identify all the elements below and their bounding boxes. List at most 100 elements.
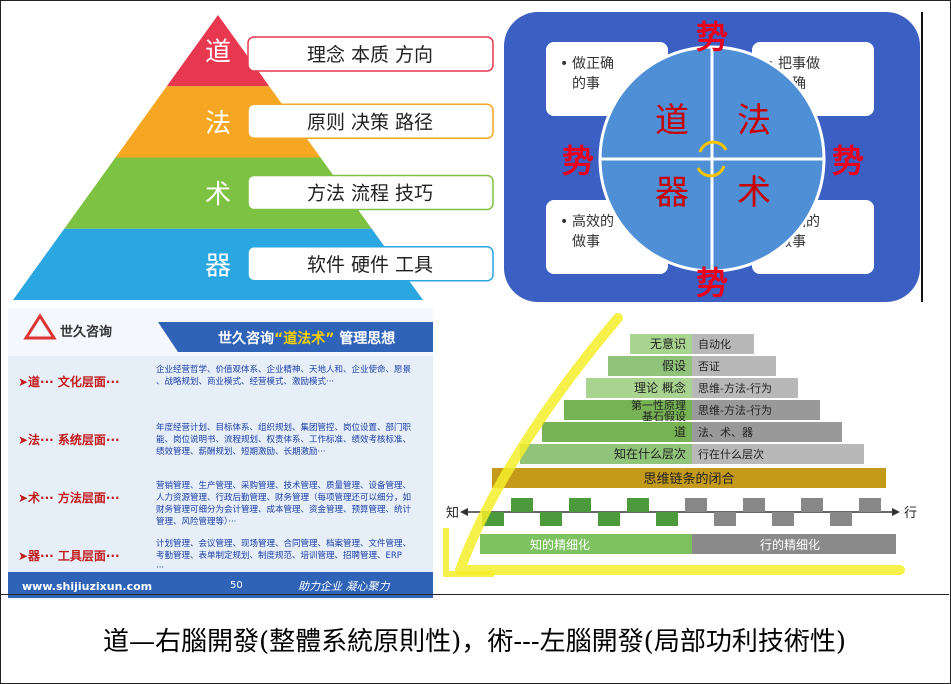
slide-title: 世久咨询“道法术” 管理思想 [218, 330, 395, 347]
pyramid-desc-text: 方法 流程 技巧 [307, 183, 433, 205]
stairs-left-block [520, 444, 692, 464]
stairs-right-text: 法、术、器 [698, 425, 753, 439]
pyramid-desc-text: 理念 本质 方向 [307, 43, 433, 66]
corner-box-text: 做正确 [572, 56, 614, 72]
chain-bar [492, 468, 886, 488]
pyramid-desc-box [247, 174, 494, 211]
caption-text: 道—右腦開發(整體系統原則性)，術---左腦開發(局部功利技術性) [0, 594, 949, 683]
zhi-refine-bar [480, 534, 692, 554]
stairs-left-text: 理论 概念 [634, 380, 686, 395]
stairs-left-text: 第一性原理 [631, 398, 686, 412]
axis-arrow-left [460, 508, 468, 516]
stairs-right-text: 思维-方法-行为 [698, 403, 772, 417]
pyramid-level-char: 法 [205, 109, 231, 139]
stairs-left-text: 基石假设 [642, 409, 686, 423]
corner-box-text: 把事做 [778, 56, 820, 72]
stairs-right-block [692, 444, 864, 464]
zhi-refine-text: 知的精细化 [530, 537, 590, 552]
stairs-right-text: 行在什么层次 [698, 447, 764, 461]
cycle-arrow-bottom [696, 165, 726, 178]
checker-block [743, 498, 765, 512]
slide-row-text: 财务管理可细分为会计管理、成本管理、资金管理、预算管理、统计 [156, 504, 412, 515]
slide-row-text: 企业经营哲学、价值观体系、企业精神、天地人和、企业使命、愿景 [156, 364, 411, 375]
slide-row-text: 能、岗位说明书、流程规划、权责体系、工作标准、绩效考核标准、 [156, 434, 411, 445]
corner-box-text: 的事 [572, 76, 600, 92]
slide-row-text: ··· [156, 563, 164, 573]
slide-row-label: ➤术··· 方法层面··· [18, 490, 120, 505]
pyramid-desc-box [247, 103, 494, 139]
stairs-right-block [692, 334, 754, 354]
stairs-left-text: 道 [674, 425, 686, 439]
shi-char: 势 [696, 264, 728, 302]
slide-row-label: ➤道··· 文化层面··· [18, 374, 120, 389]
pyramid-desc-box [247, 36, 494, 72]
xing-refine-bar [692, 534, 896, 554]
stairs-left-text: 假设 [662, 359, 686, 373]
circle-quadrant-char: 器 [655, 173, 689, 213]
corner-box-text: 做事 [572, 234, 600, 250]
checker-block [801, 498, 823, 512]
slide-row-text: 、战略规划、商业模式、经营模式、激励模式··· [156, 376, 334, 387]
pyramid-level-char: 器 [205, 251, 231, 281]
stairs-left-block [630, 334, 692, 354]
zhi-label: 知 [446, 505, 459, 521]
stairs-right-block [692, 356, 776, 376]
circle-quadrant-char: 术 [737, 173, 771, 213]
slide-slogan: 助力企业 凝心聚力 [298, 580, 390, 593]
slide-bg [8, 308, 433, 598]
checker-block [511, 498, 533, 512]
corner-box-bullet: • [560, 214, 568, 230]
slide-title-bar [158, 322, 433, 352]
pyramid-panel: 道理念 本质 方向法原则 决策 路径术方法 流程 技巧器软件 硬件 工具 [8, 10, 498, 302]
slide-row-text: 考勤管理、表单制定规划、制度规范、培训管理、招聘管理、ERP [156, 550, 402, 561]
checker-block [685, 498, 707, 512]
checker-block [656, 512, 678, 526]
knowledge-stairs-diagram: 无意识自动化假设否证理论 概念思维-方法-行为第一性原理基石假设思维-方法-行为… [443, 313, 917, 577]
stairs-left-block [542, 422, 692, 442]
slide-url: www.shijiuzixun.com [22, 580, 152, 593]
management-slide: 世久咨询 世久咨询“道法术” 管理思想 ➤道··· 文化层面··· 企业经营哲学、价值… [8, 308, 433, 598]
slide-row-text: 计划管理、会议管理、现场管理、合同管理、档案管理、文件管理、 [156, 538, 411, 549]
stairs-left-block [564, 400, 692, 420]
logo-icon [23, 313, 57, 340]
highlight-stroke [455, 313, 905, 575]
stairs-right-text: 思维-方法-行为 [698, 381, 772, 395]
xing-refine-text: 行的精细化 [760, 537, 820, 552]
shi-char: 势 [562, 142, 594, 180]
slide-row-text: 人力资源管理、行政后勤管理、财务管理（每项管理还可以细分，如 [156, 492, 411, 503]
xing-label: 行 [904, 506, 917, 521]
checker-block [830, 512, 852, 526]
circle-quadrant-char: 法 [737, 101, 771, 141]
stairs-right-block [692, 400, 820, 420]
checker-block [627, 498, 649, 512]
pyramid-level [166, 15, 270, 87]
stairs-panel: 无意识自动化假设否证理论 概念思维-方法-行为第一性原理基石假设思维-方法-行为… [430, 308, 949, 594]
slide-row-label: ➤法··· 系统层面··· [18, 432, 120, 447]
slide-logo-text: 世久咨询 [60, 324, 112, 340]
stairs-right-text: 自动化 [698, 337, 731, 351]
circle-quadrant-char: 道 [655, 101, 689, 141]
slide-page-number: 50 [230, 580, 243, 591]
axis-arrow-right [892, 508, 900, 516]
slide-row-label: ➤器··· 工具层面··· [18, 549, 120, 563]
stairs-right-text: 否证 [698, 360, 720, 373]
shi-char: 势 [696, 18, 728, 56]
checker-block [859, 498, 881, 512]
pyramid-desc-text: 原则 决策 路径 [307, 111, 433, 133]
slide-row-text: 年度经营计划、目标体系、组织规划、集团管控、岗位设置、部门职 [156, 422, 412, 433]
slide-row-text: 绩效管理、薪酬规划、短期激励、长期激励··· [156, 446, 326, 457]
checker-block [772, 512, 794, 526]
stairs-left-text: 知在什么层次 [614, 447, 686, 461]
checker-block [540, 512, 562, 526]
checker-block [714, 512, 736, 526]
stairs-left-block [586, 378, 692, 398]
shi-char: 势 [832, 142, 864, 180]
slide-row-text: 管理、风险管理等）··· [156, 516, 236, 527]
pyramid-level-char: 术 [205, 180, 231, 210]
corner-box-text: 高效的 [572, 213, 614, 230]
slide-footer [8, 572, 433, 598]
stairs-right-block [692, 378, 798, 398]
highlight-arrowhead [443, 528, 494, 577]
